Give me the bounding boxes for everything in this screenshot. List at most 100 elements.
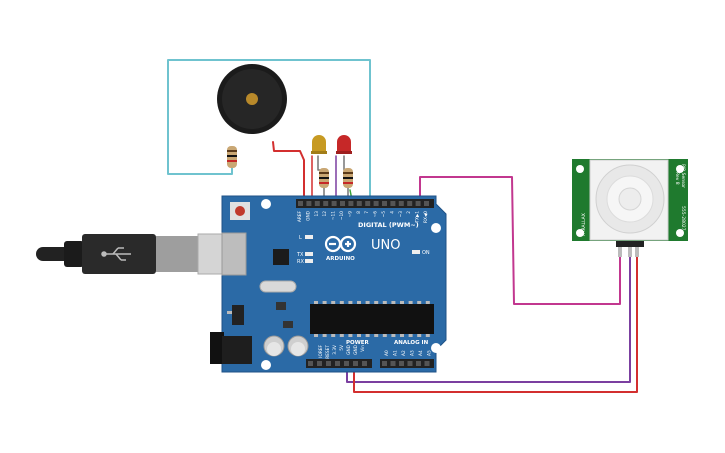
digital-pin[interactable]	[382, 201, 387, 206]
pin-label: A1	[393, 350, 399, 356]
wire-cyan[interactable]	[167, 59, 371, 201]
digital-pin[interactable]	[398, 201, 404, 206]
led-red[interactable]	[336, 135, 352, 154]
power-pin[interactable]	[308, 361, 313, 366]
power-label: POWER	[346, 340, 370, 346]
pir-sensor[interactable]: PARALLAX PIR Sensor Rev 8 555-28027	[572, 159, 688, 257]
analog-header[interactable]	[380, 359, 434, 368]
pin-label: 2	[406, 211, 412, 214]
pin-label: ~5	[381, 211, 387, 218]
led-yellow[interactable]	[311, 135, 327, 154]
pin-label: 7	[364, 211, 370, 214]
pir-title: PIR Sensor	[680, 164, 686, 188]
reset-button[interactable]	[230, 202, 250, 220]
pin-label: RESET	[325, 345, 331, 359]
digital-header-label: DIGITAL (PWM~)	[358, 221, 419, 229]
power-pin[interactable]	[344, 361, 349, 366]
pin-label: A2	[401, 350, 407, 356]
analog-in-label: ANALOG IN	[394, 340, 429, 346]
digital-pin[interactable]	[348, 201, 354, 206]
pin-label: ~6	[373, 211, 379, 218]
crystal	[259, 280, 297, 293]
pin-label: ~11	[331, 211, 337, 220]
analog-pin[interactable]	[382, 361, 387, 366]
capacitor	[287, 335, 309, 357]
pin-label: Vin	[360, 345, 366, 352]
pir-lens	[595, 164, 665, 234]
power-pin[interactable]	[353, 361, 358, 366]
power-pin[interactable]	[317, 361, 322, 366]
pin-label: RX◀0	[423, 211, 429, 223]
digital-pin[interactable]	[314, 201, 320, 206]
pin-label: GND	[346, 344, 352, 355]
resistor-led-yellow[interactable]	[319, 168, 329, 188]
digital-pin[interactable]	[323, 201, 329, 206]
pin-label: TX▶1	[415, 211, 421, 224]
on-led-label: ON	[422, 250, 430, 256]
pin-label: 8	[356, 211, 362, 214]
digital-pin[interactable]	[340, 201, 345, 206]
analog-pin[interactable]	[424, 361, 430, 366]
tx-label: TX	[296, 252, 304, 258]
usb-plug-icon	[101, 247, 131, 261]
power-pin[interactable]	[335, 361, 340, 366]
analog-pin[interactable]	[407, 361, 413, 366]
digital-pin[interactable]	[306, 201, 312, 206]
power-jack[interactable]	[210, 332, 252, 364]
digital-pin[interactable]	[356, 201, 362, 206]
voltage-regulator	[232, 305, 244, 325]
pir-side-right-label: 555-28027	[680, 206, 686, 231]
digital-header[interactable]	[296, 199, 434, 208]
pir-subtitle: Rev 8	[674, 172, 680, 185]
pin-label: ~9	[347, 211, 353, 218]
capacitor	[263, 335, 285, 357]
arduino-infinity-icon	[324, 235, 357, 253]
pin-label: 13	[314, 211, 320, 217]
led-purple-wire[interactable]	[332, 155, 337, 201]
atmega-chip	[310, 301, 434, 337]
digital-pin[interactable]	[298, 201, 303, 206]
wire-magenta-signal[interactable]	[419, 176, 621, 305]
power-header[interactable]	[306, 359, 372, 368]
resistor-led-red[interactable]	[343, 168, 353, 188]
pin-label: 5V	[339, 345, 345, 351]
rx-label: RX	[297, 259, 304, 265]
power-pin[interactable]	[362, 361, 367, 366]
wire-red-gnd[interactable]	[353, 254, 638, 393]
pin-label: ~10	[339, 211, 345, 220]
digital-pin[interactable]	[331, 201, 337, 206]
pin-label: A4	[418, 350, 424, 356]
analog-pin[interactable]	[399, 361, 404, 366]
usb-chip	[273, 249, 289, 265]
pin-label: 3.3V	[332, 345, 338, 355]
resistor-buzzer[interactable]	[227, 146, 237, 168]
power-pin[interactable]	[326, 361, 331, 366]
pin-label: A5	[427, 350, 433, 356]
pin-label: AREF	[297, 210, 303, 222]
pin-label: GND	[305, 210, 311, 221]
pin-label: GND	[353, 344, 359, 355]
pir-side-left-label: PARALLAX	[581, 213, 587, 236]
pin-label: ~3	[398, 211, 404, 218]
piezo-buzzer[interactable]	[217, 64, 287, 134]
pin-label: IOREF	[318, 344, 324, 357]
digital-pin[interactable]	[407, 201, 413, 206]
digital-pin[interactable]	[415, 201, 421, 206]
pin-label: A3	[410, 350, 416, 356]
l-led-label: L	[299, 235, 302, 241]
uno-model-label: UNO	[371, 238, 400, 253]
pin-label: A0	[384, 350, 390, 356]
pin-label: 12	[322, 211, 328, 217]
analog-pin[interactable]	[390, 361, 396, 366]
digital-pin[interactable]	[424, 201, 429, 206]
digital-pin[interactable]	[365, 201, 371, 206]
arduino-wordmark: ARDUINO	[326, 256, 355, 262]
wire-red-buzzer-gnd[interactable]	[272, 141, 305, 201]
pin-label: 4	[389, 211, 395, 214]
digital-pin[interactable]	[373, 201, 379, 206]
usb-cable[interactable]	[36, 233, 245, 275]
digital-pin[interactable]	[390, 201, 396, 206]
analog-pin[interactable]	[416, 361, 421, 366]
